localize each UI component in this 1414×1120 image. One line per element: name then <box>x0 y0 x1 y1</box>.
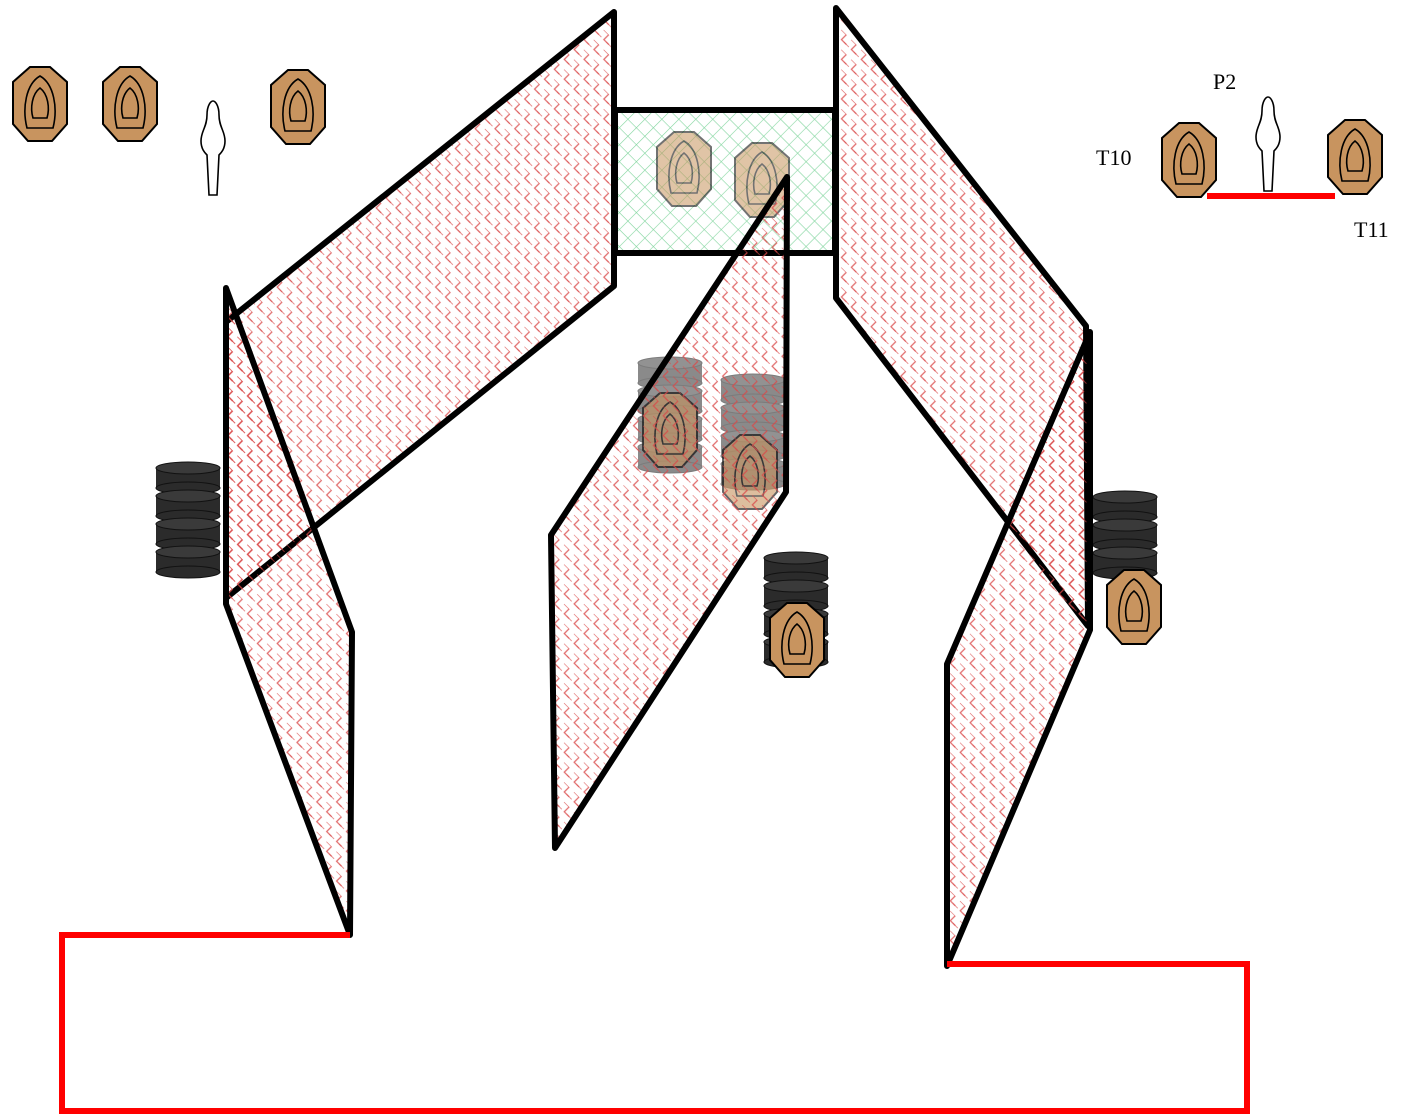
wall-center <box>548 174 790 851</box>
target-lower-center <box>769 602 825 678</box>
legend-target-2 <box>102 66 158 142</box>
fault-line-shooting-area <box>59 932 1250 1114</box>
target-t10 <box>1161 122 1217 198</box>
target-right-barrel <box>1106 569 1162 645</box>
label-t10: T10 <box>1096 145 1132 170</box>
legend-popper <box>200 100 226 196</box>
legend-target-3 <box>270 69 326 145</box>
soft-cover-target-1 <box>656 131 712 207</box>
barrel-stack-right <box>1092 490 1158 580</box>
soft-cover-box <box>612 107 838 256</box>
label-p2: P2 <box>1213 69 1237 94</box>
target-t11 <box>1327 119 1383 195</box>
legend-target-1 <box>12 66 68 142</box>
barrel-stack-left <box>155 461 221 579</box>
label-t11: T11 <box>1354 217 1389 242</box>
popper-p2 <box>1255 96 1281 192</box>
